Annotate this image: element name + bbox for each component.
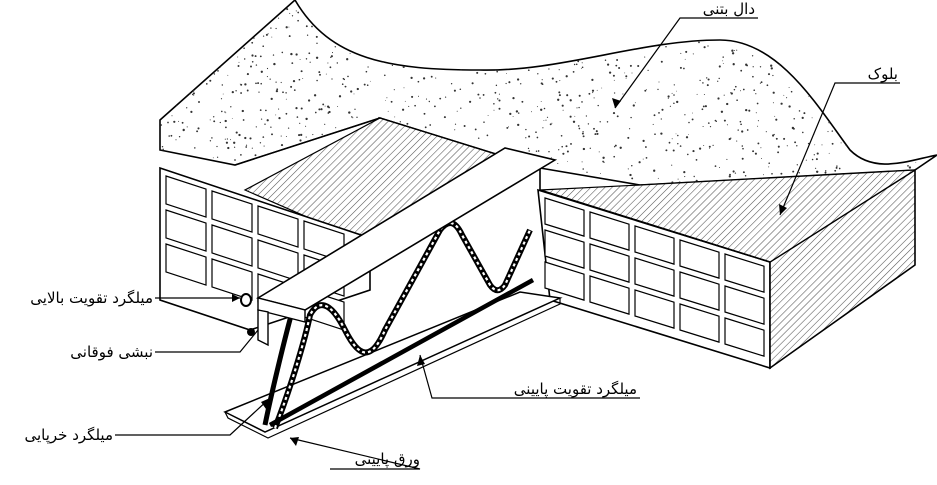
label-block: بلوک <box>868 65 898 83</box>
label-bottom-plate: ورق پایینی <box>355 450 420 469</box>
label-concrete-slab: دال بتنی <box>703 0 755 18</box>
label-bottom-reinforcement: میلگرد تقویت پایینی <box>514 380 637 399</box>
top-angle-leg <box>258 310 268 345</box>
top-reinforcement-bar-end <box>241 294 251 306</box>
label-top-angle: نبشی فوقانی <box>70 343 153 361</box>
concrete-slab-surface <box>160 0 937 185</box>
label-top-reinforcement: میلگرد تقویت بالایی <box>30 289 153 307</box>
label-truss-bar: میلگرد خرپایی <box>24 426 113 445</box>
